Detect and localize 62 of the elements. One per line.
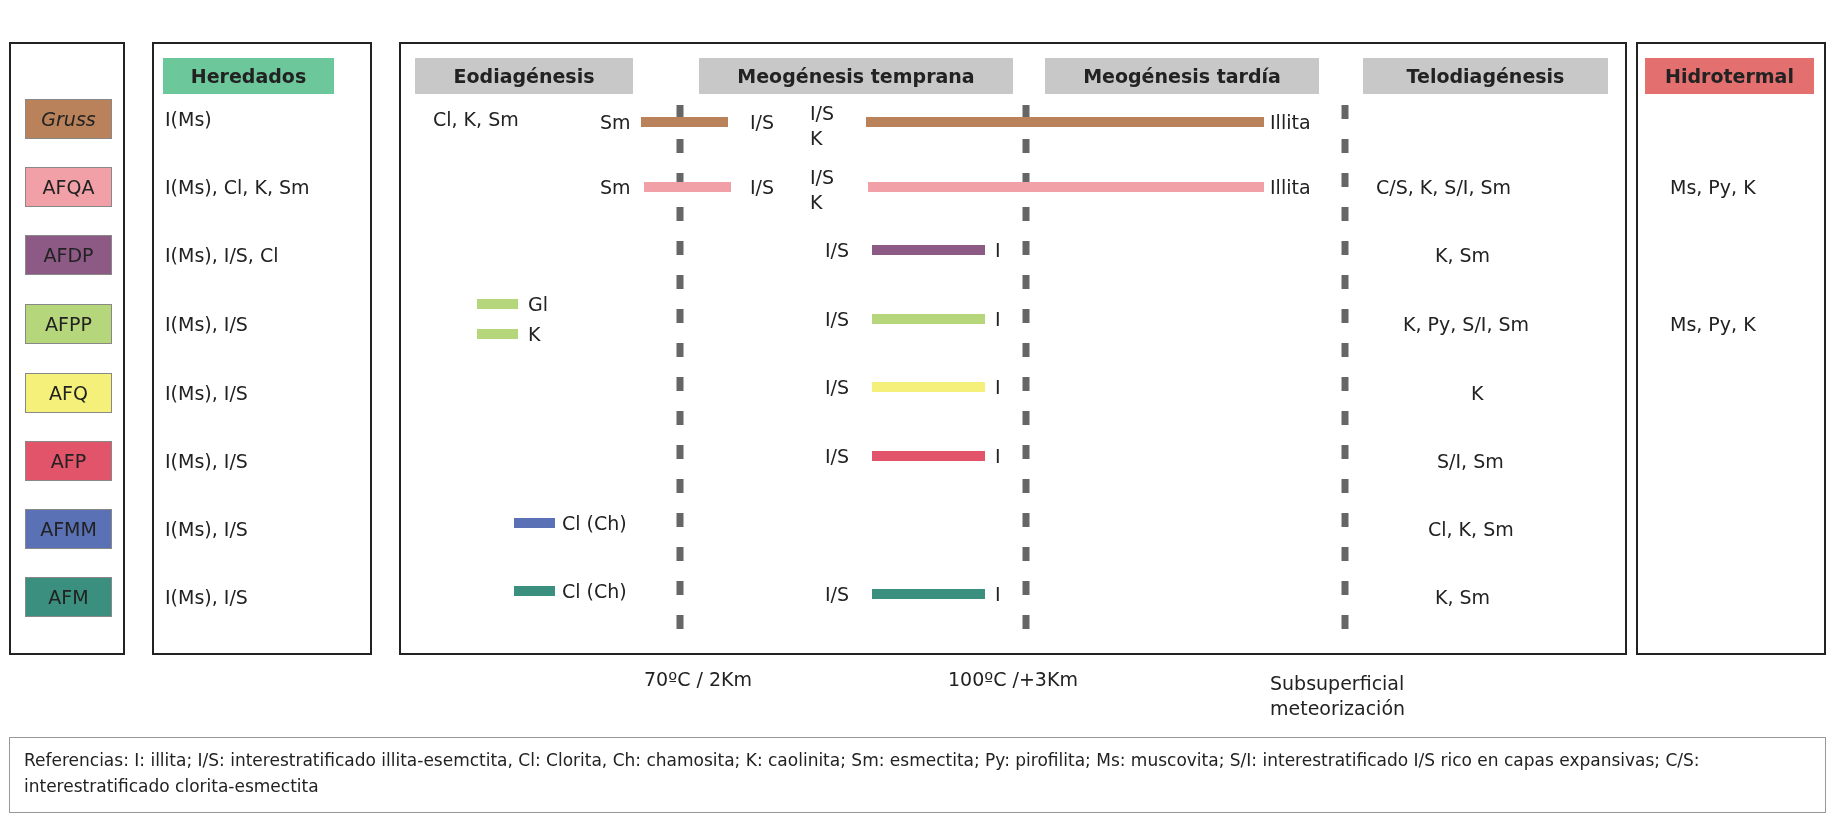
- mineral-label: I/S: [825, 306, 850, 332]
- mineral-label: Gl: [528, 291, 548, 317]
- column-header: Telodiagénesis: [1363, 58, 1608, 94]
- mineral-label: Cl, K, Sm: [1428, 516, 1514, 542]
- rock-type-box: Gruss: [25, 99, 112, 139]
- mineral-label: K: [1471, 380, 1484, 406]
- mineral-label: K, Py, S/I, Sm: [1403, 311, 1530, 337]
- mineral-label: Cl (Ch): [562, 510, 627, 536]
- mineral-label: I(Ms), Cl, K, Sm: [165, 174, 310, 200]
- mineral-label: I(Ms), I/S: [165, 584, 248, 610]
- mineral-label: Cl, K, Sm: [433, 106, 519, 132]
- table-panel: [1636, 42, 1826, 655]
- rock-type-box: AFDP: [25, 235, 112, 275]
- mineral-label: Illita: [1270, 174, 1311, 200]
- mineral-label: I: [995, 306, 1001, 332]
- mineral-label: I: [995, 237, 1001, 263]
- mineral-label: I/S: [750, 174, 775, 200]
- rock-type-box: AFMM: [25, 509, 112, 549]
- mineral-label: I/S: [825, 581, 850, 607]
- mineral-label: I: [995, 443, 1001, 469]
- column-header: Hidrotermal: [1645, 58, 1814, 94]
- mineral-label: I/S: [825, 237, 850, 263]
- rock-type-box: AFM: [25, 577, 112, 617]
- mineral-label: I(Ms), I/S, Cl: [165, 242, 279, 268]
- mineral-label: I(Ms): [165, 106, 212, 132]
- mineral-label: I(Ms), I/S: [165, 516, 248, 542]
- mineral-label: Sm: [600, 174, 631, 200]
- column-header: Meogénesis tardía: [1045, 58, 1319, 94]
- mineral-label: S/I, Sm: [1437, 448, 1504, 474]
- table-panel: [152, 42, 372, 655]
- mineral-label: I/S: [750, 109, 775, 135]
- mineral-label: K: [528, 321, 541, 347]
- mineral-label: Cl (Ch): [562, 578, 627, 604]
- mineral-label: I/S: [825, 374, 850, 400]
- mineral-label: I(Ms), I/S: [165, 311, 248, 337]
- mineral-label: I: [995, 581, 1001, 607]
- mineral-label: I: [995, 374, 1001, 400]
- rock-type-box: AFQA: [25, 167, 112, 207]
- column-header: Eodiagénesis: [415, 58, 633, 94]
- column-header: Meogénesis temprana: [699, 58, 1013, 94]
- mineral-label: I/S: [825, 443, 850, 469]
- column-header: Heredados: [163, 58, 334, 94]
- table-panel: [9, 42, 125, 655]
- mineral-label: I(Ms), I/S: [165, 380, 248, 406]
- rock-type-box: AFQ: [25, 373, 112, 413]
- mineral-label: K, Sm: [1435, 242, 1491, 268]
- mineral-label: Ms, Py, K: [1670, 311, 1756, 337]
- mineral-label: Ms, Py, K: [1670, 174, 1756, 200]
- scale-label: 100ºC /+3Km: [948, 666, 1078, 692]
- references-box: Referencias: I: illita; I/S: interestratificado illita-esemctita, Cl: Clorita, Ch: chamosita; K: caolinita; Sm: esmectita; Py: pirofilita; Ms: muscovita; S/I: interestratificado I/S rico en capas expansivas; C/S: interestratificado clorita-esmectita: [9, 737, 1826, 813]
- scale-label: 70ºC / 2Km: [644, 666, 752, 692]
- rock-type-box: AFP: [25, 441, 112, 481]
- mineral-label: I/S K: [810, 101, 836, 151]
- mineral-label: I(Ms), I/S: [165, 448, 248, 474]
- table-panel: [399, 42, 1627, 655]
- scale-label: Subsuperficial meteorización: [1270, 671, 1407, 721]
- mineral-label: I/S K: [810, 165, 836, 215]
- mineral-label: Illita: [1270, 109, 1311, 135]
- mineral-label: K, Sm: [1435, 584, 1491, 610]
- mineral-label: C/S, K, S/I, Sm: [1376, 174, 1512, 200]
- rock-type-box: AFPP: [25, 304, 112, 344]
- mineral-label: Sm: [600, 109, 631, 135]
